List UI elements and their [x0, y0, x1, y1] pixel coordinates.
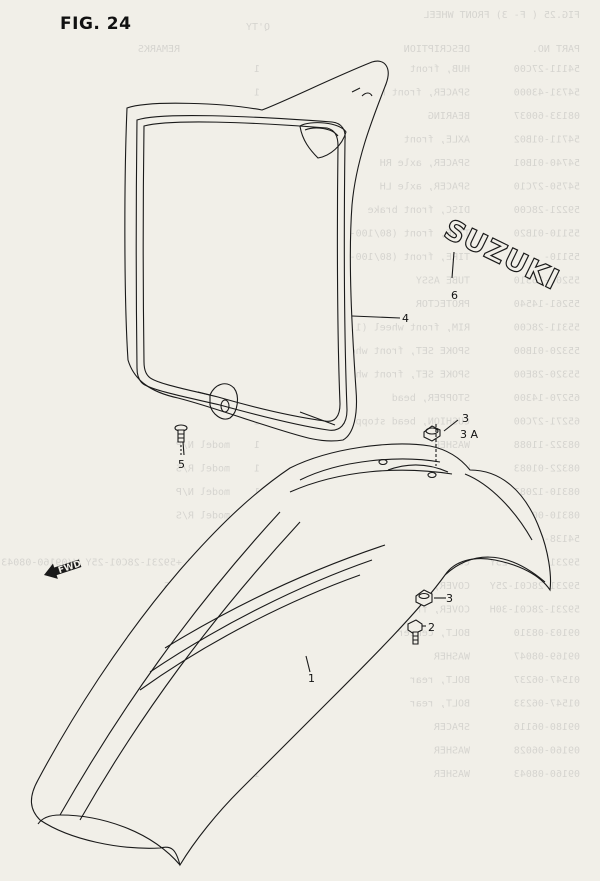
callout-2: 2	[428, 621, 435, 634]
bleed-partno-header: PART NO.	[532, 44, 580, 55]
bleed-part-no: 54138-27C10	[514, 534, 580, 545]
bleed-qty: 1	[254, 440, 260, 451]
bleed-part-no: 55320-01B00	[514, 346, 580, 357]
emblem-text: SUZUKI	[439, 213, 565, 297]
callout-1: 1	[308, 672, 315, 685]
washer-3	[415, 589, 433, 607]
bleed-description: SPACER	[433, 722, 470, 733]
bleed-part-no: 55311-28C00	[514, 323, 580, 334]
bleed-part-no: 08322-11088	[514, 440, 580, 451]
bleed-part-no: 55200-16310	[514, 276, 580, 287]
callout-labels: 1 2 3 3 3 A 4 5 6	[178, 289, 478, 685]
bleed-remarks: model R/S	[176, 464, 230, 475]
bleed-part-no: 59231-28C01-30H	[490, 605, 580, 616]
bleed-description: SPOKE SET, front wheel	[338, 370, 470, 381]
bleed-part-no: 54750-27C10	[514, 182, 580, 193]
bleed-part-no: 54111-27C00	[514, 64, 580, 75]
bleed-description: WASHER	[433, 769, 470, 780]
bleed-part-no: 01547-06233	[514, 699, 580, 710]
bleed-part-no: 09169-08047	[514, 652, 580, 663]
front-fender	[30, 443, 552, 867]
bleed-part-no: 09103-08310	[514, 628, 580, 639]
callout-3-upper: 3	[462, 412, 469, 425]
fwd-marker: FWD	[44, 559, 83, 579]
bleed-part-no: 59221-28C00	[514, 205, 580, 216]
bleed-part-no: 09160-06028	[514, 746, 580, 757]
bleed-part-no: 09180-06116	[514, 722, 580, 733]
bleed-part-no: 54711-01B02	[514, 135, 580, 146]
bleed-part-no: 01547-06237	[514, 675, 580, 686]
bleed-description: BOLT, rear	[410, 675, 470, 686]
suzuki-emblem: SUZUKI	[438, 212, 565, 297]
number-plate	[124, 60, 389, 442]
bleed-qty-header: Q'TY	[246, 22, 270, 33]
bleed-description: TUBE ASSY	[416, 276, 470, 287]
screw-5	[174, 424, 188, 443]
bleed-description: BEARING	[428, 111, 470, 122]
callout-3a: 3 A	[460, 428, 478, 441]
bleed-qty: 1	[254, 464, 260, 475]
bleed-remarks: model R/S	[176, 511, 230, 522]
bleed-part-no: 55261-14540	[514, 299, 580, 310]
callout-3-lower: 3	[446, 592, 453, 605]
bleed-remarks: model M +59231-28C01-25Y W/09160-08043	[1, 558, 230, 569]
callout-5: 5	[178, 458, 185, 471]
bleed-part-no: 09160-08043	[514, 769, 580, 780]
bleed-description: SPOKE SET, front wheel	[338, 346, 470, 357]
bleed-description: DISC, front brake	[368, 205, 470, 216]
fastener-3a	[423, 425, 441, 442]
bleed-part-no: 54740-01B01	[514, 158, 580, 169]
bleed-qty: 1	[254, 769, 260, 780]
bleed-part-no: 55110-01B20	[514, 229, 580, 240]
bleed-part-no: 54731-43000	[514, 88, 580, 99]
callout-4: 4	[402, 312, 409, 325]
bleed-part-no: 55110-	[544, 252, 580, 263]
bleed-description-header: DESCRIPTION	[404, 44, 470, 55]
bleed-part-no: 08133-60037	[514, 111, 580, 122]
bleed-description: BOLT, center	[398, 628, 470, 639]
bleed-description: TIRE, front (80/100-21) (DUNLOP)	[277, 252, 470, 263]
bleed-qty: 1	[254, 64, 260, 75]
bleed-description: CUSHION, bead stopper	[344, 417, 470, 428]
bleed-part-no: 08310-12083	[514, 487, 580, 498]
bleed-description: PROTECTOR	[415, 299, 470, 310]
bleed-description: SPACER, axle RH	[380, 158, 470, 169]
bleed-figure-title: FIG.25 ( F- 3) FRONT WHEEL	[423, 10, 580, 21]
bleed-description: STOPPER, bead	[392, 393, 470, 404]
bleed-remarks-header: REMARKS	[138, 44, 180, 55]
bleed-part-no: 55320-28E00	[514, 370, 580, 381]
bleed-description: RIM, front wheel (1.60x21)	[313, 323, 470, 334]
bleed-description: WASHER	[433, 652, 470, 663]
bleed-description: SPACER, front hub	[368, 88, 470, 99]
bleed-remarks: model N/P	[176, 440, 230, 451]
bleed-description: BOLT, rear	[410, 699, 470, 710]
bleed-part-no: 59231-28C01-25Y	[490, 581, 580, 592]
bleed-part-no: 65270-14300	[514, 393, 580, 404]
bleed-description: HUB, front	[410, 64, 470, 75]
figure-title: FIG. 24	[60, 14, 132, 34]
leader-lines	[180, 251, 459, 673]
bleed-part-no: 65271-27C00	[514, 417, 580, 428]
bolt-2	[407, 619, 423, 645]
bleed-description: SPACER, axle LH	[380, 182, 470, 193]
bleed-description: WASHER	[433, 746, 470, 757]
bleed-description: TIRE, front (80/100-21) (DUNLOP)	[277, 229, 470, 240]
arrow-left-icon	[44, 559, 82, 579]
callout-6: 6	[451, 289, 458, 302]
fwd-label: FWD	[57, 559, 82, 576]
bleed-qty: 1	[254, 88, 260, 99]
bleed-description: WASHER	[433, 440, 470, 451]
bleed-part-no: 08310-00083	[514, 511, 580, 522]
bleed-part-no: 08322-01083	[514, 464, 580, 475]
bleed-remarks: model N/P	[176, 487, 230, 498]
bleed-description: AXLE, front	[404, 135, 470, 146]
